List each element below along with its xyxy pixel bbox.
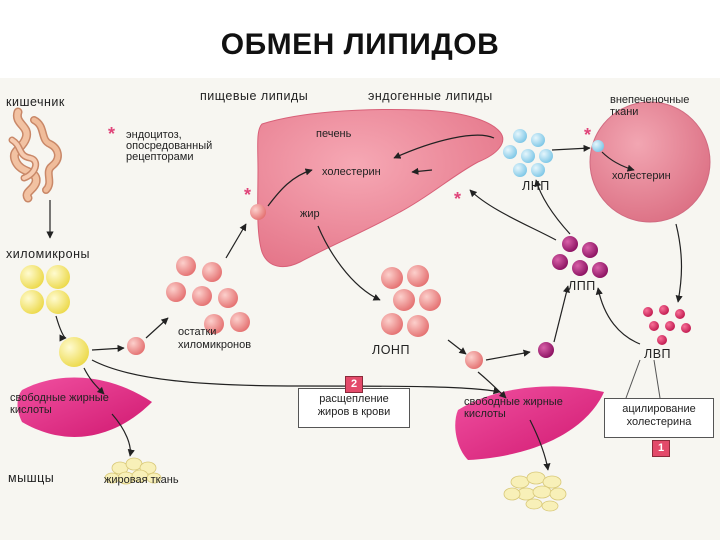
chylomicron-remnant-particles xyxy=(127,204,266,355)
label-endocytosis-line1: эндоцитоз, xyxy=(126,129,182,141)
label-extrahepatic: внепеченочные ткани xyxy=(610,94,689,118)
badge-2: 2 xyxy=(345,376,363,393)
muscle-right xyxy=(455,386,604,460)
label-fat: жир xyxy=(300,208,320,220)
flow-arrows xyxy=(46,134,683,471)
label-adipose: жировая ткань xyxy=(104,474,179,486)
label-cholesterol-liver: холестерин xyxy=(322,166,381,178)
acylation-line2: холестерина xyxy=(626,416,692,428)
idl-particles xyxy=(538,236,608,358)
label-chylomicrons: хиломикроны xyxy=(6,247,90,261)
intestine-illustration xyxy=(8,107,62,203)
label-intestine: кишечник xyxy=(6,95,65,109)
label-remnants: остатки хиломикронов xyxy=(178,326,251,352)
label-muscles: мышцы xyxy=(8,471,55,485)
breakdown-line2: жиров в крови xyxy=(317,406,391,418)
adipose-left xyxy=(104,457,162,485)
ldl-particles xyxy=(503,129,604,177)
label-idl: ЛПП xyxy=(568,279,596,293)
breakdown-line1: расщепление xyxy=(319,393,389,405)
vldl-particles xyxy=(381,265,483,369)
page-title: ОБМЕН ЛИПИДОВ xyxy=(220,28,500,61)
star-icon: * xyxy=(584,125,592,145)
liver-shape xyxy=(257,109,504,268)
label-dietary-lipids: пищевые липиды xyxy=(200,89,309,103)
label-ldl: ЛНП xyxy=(522,179,550,193)
label-ffa-left-line1: свободные жирные xyxy=(10,392,109,404)
label-remnants-line2: хиломикронов xyxy=(178,339,252,351)
star-icon: * xyxy=(108,124,116,144)
label-ffa-right: свободные жирные кислоты xyxy=(464,396,563,420)
badge-1: 1 xyxy=(652,440,670,457)
acylation-line1: ацилирование xyxy=(622,403,696,415)
chylomicron-particles xyxy=(20,265,89,367)
label-hdl: ЛВП xyxy=(644,347,672,361)
label-vldl: ЛОНП xyxy=(372,343,410,357)
label-extrahepatic-line2: ткани xyxy=(610,106,639,118)
label-endocytosis-line3: рецепторами xyxy=(126,151,194,163)
label-ffa-left: свободные жирные кислоты xyxy=(10,392,109,416)
breakdown-box: расщепление жиров в крови xyxy=(298,388,410,428)
extrahepatic-tissue-cell xyxy=(589,101,711,223)
adipose-right xyxy=(503,471,567,512)
label-extrahepatic-line1: внепеченочные xyxy=(610,94,690,106)
label-ffa-right-line1: свободные жирные xyxy=(464,396,563,408)
label-endogenous-lipids: эндогенные липиды xyxy=(368,89,493,103)
label-ffa-left-line2: кислоты xyxy=(10,404,52,416)
acylation-pointer-2 xyxy=(653,359,661,399)
acylation-pointer xyxy=(625,359,641,399)
label-endocytosis-line2: опосредованный xyxy=(126,140,213,152)
star-icon: * xyxy=(244,185,252,205)
star-icon: * xyxy=(454,189,462,209)
hdl-particles xyxy=(643,305,691,345)
label-endocytosis: эндоцитоз, опосредованный рецепторами xyxy=(126,130,212,163)
label-liver: печень xyxy=(316,128,352,140)
label-ffa-right-line2: кислоты xyxy=(464,408,506,420)
acylation-box: ацилирование холестерина xyxy=(604,398,714,438)
label-remnants-line1: остатки xyxy=(178,326,217,338)
label-cholesterol-tissue: холестерин xyxy=(612,170,671,182)
